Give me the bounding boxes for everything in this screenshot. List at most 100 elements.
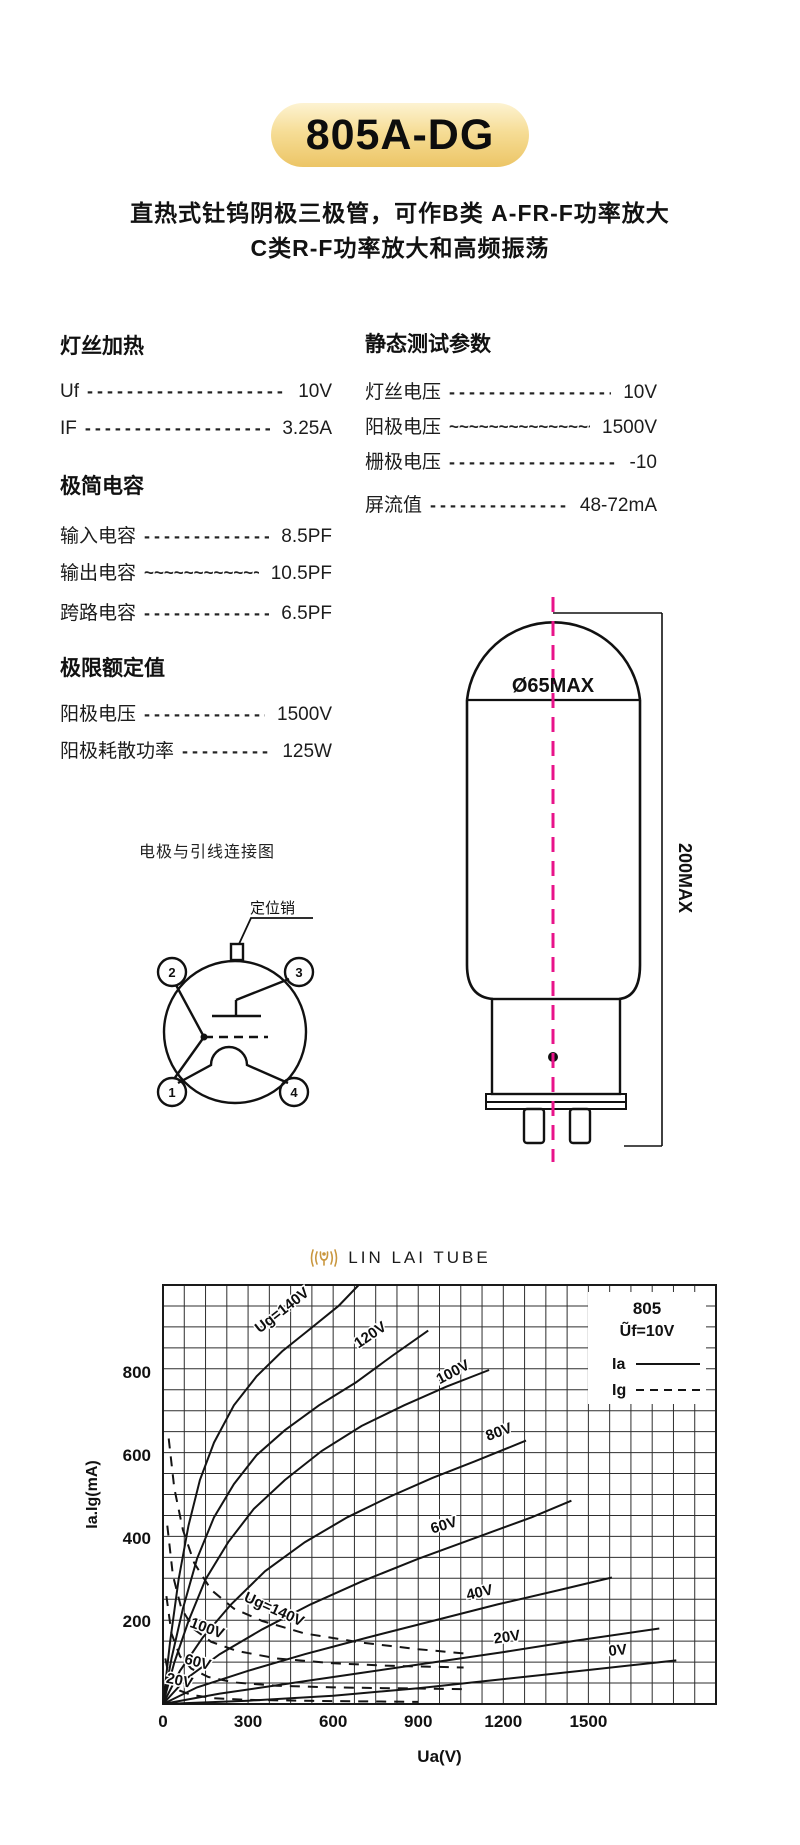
spec-row: Uf 10V (60, 381, 332, 403)
curve-label: 60V (183, 1651, 213, 1674)
spec-row: 输入电容 8.5PF (60, 521, 332, 548)
tube-logo-icon (310, 1249, 338, 1267)
spec-label: 输出电容 (60, 563, 137, 584)
curve-Ia-20V (162, 1627, 660, 1705)
spec-row: 阳极电压 1500V (365, 412, 657, 439)
spec-row: 灯丝电压 10V (365, 377, 657, 404)
curve-label: Ug=140V (252, 1284, 313, 1337)
spec-value: -10 (629, 452, 657, 473)
spec-value: 3.25A (282, 418, 332, 439)
leader-line (87, 384, 286, 402)
spec-label: 屏流值 (365, 495, 423, 516)
curve-Ia-60V (162, 1499, 572, 1705)
spec-value: 1500V (602, 417, 657, 438)
x-tick-label: 600 (319, 1712, 347, 1731)
spec-row: 跨路电容 6.5PF (60, 598, 332, 625)
y-axis-title: Ia.Ig(mA) (84, 1460, 101, 1528)
leader-line (449, 385, 611, 403)
curve-label: 100V (188, 1614, 227, 1642)
spec-label: Uf (60, 381, 79, 402)
legend-condition: Ũf=10V (620, 1320, 675, 1340)
leader-line (449, 420, 590, 438)
x-tick-label: 1200 (484, 1712, 522, 1731)
pin-number: 1 (168, 1085, 175, 1100)
spec-row: 阳极电压 1500V (60, 699, 332, 726)
x-tick-label: 1500 (569, 1712, 607, 1731)
y-tick-label: 800 (123, 1363, 151, 1382)
spec-label: 输入电容 (60, 526, 137, 547)
curve-Ig-20V (164, 1658, 419, 1703)
y-tick-label: 400 (123, 1529, 151, 1548)
spec-label: 跨路电容 (60, 603, 137, 624)
x-axis-title: Ua(V) (417, 1747, 461, 1766)
pin-diagram-title: 电极与引线连接图 (138, 844, 275, 861)
curve-label: 80V (483, 1420, 514, 1445)
x-tick-label: 900 (404, 1712, 432, 1731)
x-tick-label: 0 (158, 1712, 167, 1731)
curve-label: 20V (165, 1670, 195, 1692)
curve-label: 60V (429, 1513, 460, 1537)
legend-box (588, 1292, 706, 1404)
section-title-filament: 灯丝加热 (60, 335, 144, 358)
spec-row: 栅极电压 -10 (365, 447, 657, 474)
brand-name: LIN LAI TUBE (348, 1248, 491, 1267)
leader-line (430, 498, 568, 516)
curve-Ia-Ug=140V (162, 1284, 360, 1705)
spec-label: 阳极电压 (365, 417, 442, 438)
curve-Ig-100V (166, 1525, 464, 1669)
spec-value: 10V (298, 381, 332, 402)
legend-tube-model: 805 (633, 1299, 661, 1318)
spec-label: 灯丝电压 (365, 382, 442, 403)
section-title-limits: 极限额定值 (60, 657, 165, 680)
spec-value: 1500V (277, 704, 332, 725)
section-title-static-test: 静态测试参数 (365, 333, 491, 356)
pin-number: 3 (295, 965, 302, 980)
curve-Ia-80V (162, 1439, 527, 1705)
legend-series-name: Ig (612, 1382, 626, 1399)
description-line-2: C类R-F功率放大和高频振荡 (250, 235, 550, 261)
chart-plot-border (162, 1284, 717, 1705)
spec-value: 10V (623, 382, 657, 403)
chart-curves (162, 1284, 677, 1705)
spec-label: 阳极耗散功率 (60, 741, 175, 762)
pin-connection-diagram: 定位销 2 3 1 4 (156, 900, 315, 1108)
pin-number: 2 (168, 965, 175, 980)
y-tick-label: 600 (123, 1446, 151, 1465)
leader-line (182, 744, 270, 762)
leader-line (144, 566, 259, 584)
tube-outline-drawing: Ø65MAX 200MAX (465, 597, 695, 1162)
description-line-1: 直热式钍钨阴极三极管，可作B类 A-FR-F功率放大 (130, 200, 670, 226)
spec-value: 48-72mA (579, 495, 657, 516)
leader-line (449, 455, 618, 473)
curve-label: 0V (608, 1641, 628, 1660)
curve-Ia-100V (162, 1369, 490, 1705)
curve-Ig-60V (165, 1595, 464, 1691)
spec-value: 10.5PF (270, 563, 332, 584)
spec-row: 屏流值 48-72mA (365, 490, 657, 517)
tube-model-title: 805A-DG (305, 110, 495, 159)
curve-Ia-40V (162, 1576, 613, 1705)
curve-Ig-Ug=140V (167, 1438, 464, 1655)
leader-line (144, 529, 269, 547)
y-tick-label: 200 (123, 1612, 151, 1631)
legend-series-name: Ia (612, 1356, 625, 1373)
diameter-dimension-label: Ø65MAX (512, 675, 595, 697)
locating-pin-label: 定位销 (250, 900, 295, 917)
title-badge: 805A-DG (271, 103, 529, 167)
spec-label: 阳极电压 (60, 704, 137, 725)
leader-line (144, 606, 269, 624)
section-title-capacitance: 极简电容 (60, 475, 144, 498)
curve-label: 20V (493, 1627, 522, 1648)
spec-value: 6.5PF (281, 603, 332, 624)
spec-label: IF (60, 418, 77, 439)
brand-row: LIN LAI TUBE (0, 1246, 800, 1270)
spec-label: 栅极电压 (365, 452, 442, 473)
spec-value: 8.5PF (281, 526, 332, 547)
curve-label: 120V (351, 1318, 390, 1352)
curve-label: 40V (465, 1581, 495, 1604)
curve-Ia-120V (162, 1329, 429, 1705)
leader-line (144, 707, 265, 725)
